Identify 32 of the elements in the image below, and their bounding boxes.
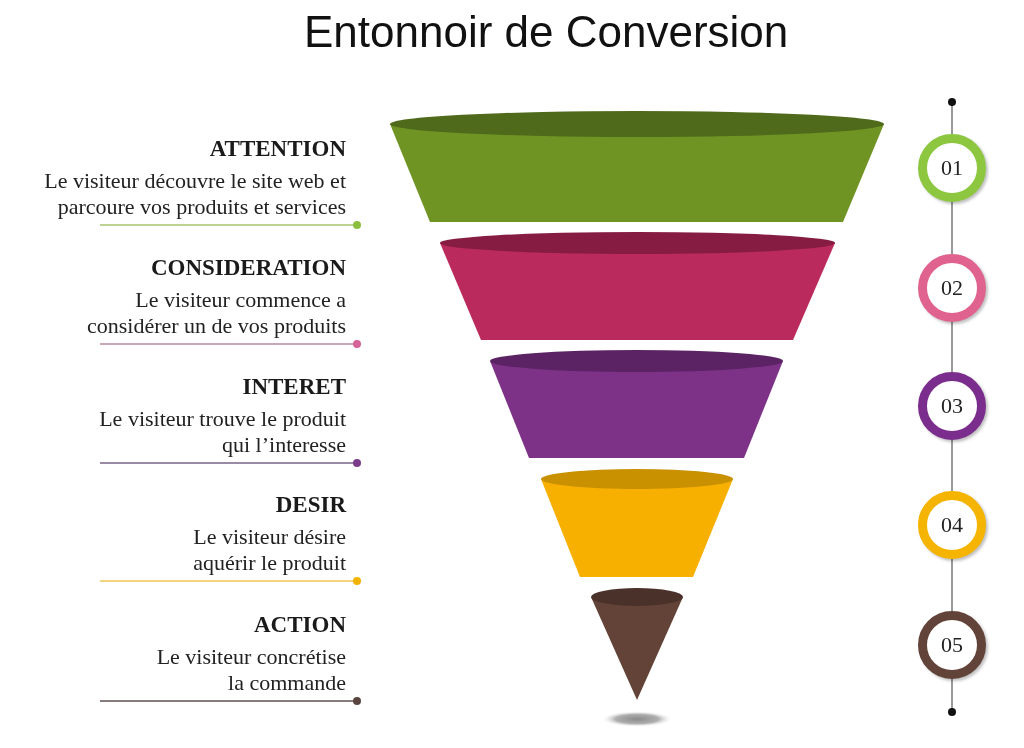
step-number: 04: [941, 514, 963, 536]
stage-heading: ATTENTION: [208, 136, 346, 162]
step-ring: [918, 611, 986, 679]
step-number: 02: [941, 277, 963, 299]
funnel-cone: [590, 587, 684, 701]
connector-line: [951, 439, 953, 492]
stage-heading: DESIR: [274, 492, 346, 518]
stage-description: Le visiteur désire aquérir le produit: [192, 524, 346, 576]
funnel-segment: [540, 468, 734, 578]
stage-description: Le visiteur concrétise la commande: [155, 644, 346, 696]
connector-line: [951, 201, 953, 255]
stage-description: Le visiteur découvre le site web et parcoure vos produits et services: [43, 168, 346, 220]
funnel-segment: [489, 349, 784, 459]
funnel-segment: [439, 231, 836, 341]
step-number: 05: [941, 634, 963, 656]
step-number: 03: [941, 395, 963, 417]
connector-line: [951, 558, 953, 612]
stage-heading: CONSIDERATION: [149, 255, 346, 281]
step-number: 01: [941, 157, 963, 179]
stage-description: Le visiteur trouve le produit qui l’interesse: [98, 406, 346, 458]
connector-line: [948, 98, 956, 135]
stage-description: Le visiteur commence a considérer un de vos produits: [85, 287, 346, 339]
stage-heading: ACTION: [253, 612, 346, 638]
diagram-title: Entonnoir de Conversion: [304, 6, 789, 58]
connector-line: [948, 678, 956, 716]
stage-heading: INTERET: [241, 374, 346, 400]
step-ring: [918, 254, 986, 322]
step-ring: [918, 491, 986, 559]
funnel-segment: [389, 110, 885, 223]
step-ring: [918, 372, 986, 440]
connector-line: [951, 321, 953, 373]
step-ring: [918, 134, 986, 202]
